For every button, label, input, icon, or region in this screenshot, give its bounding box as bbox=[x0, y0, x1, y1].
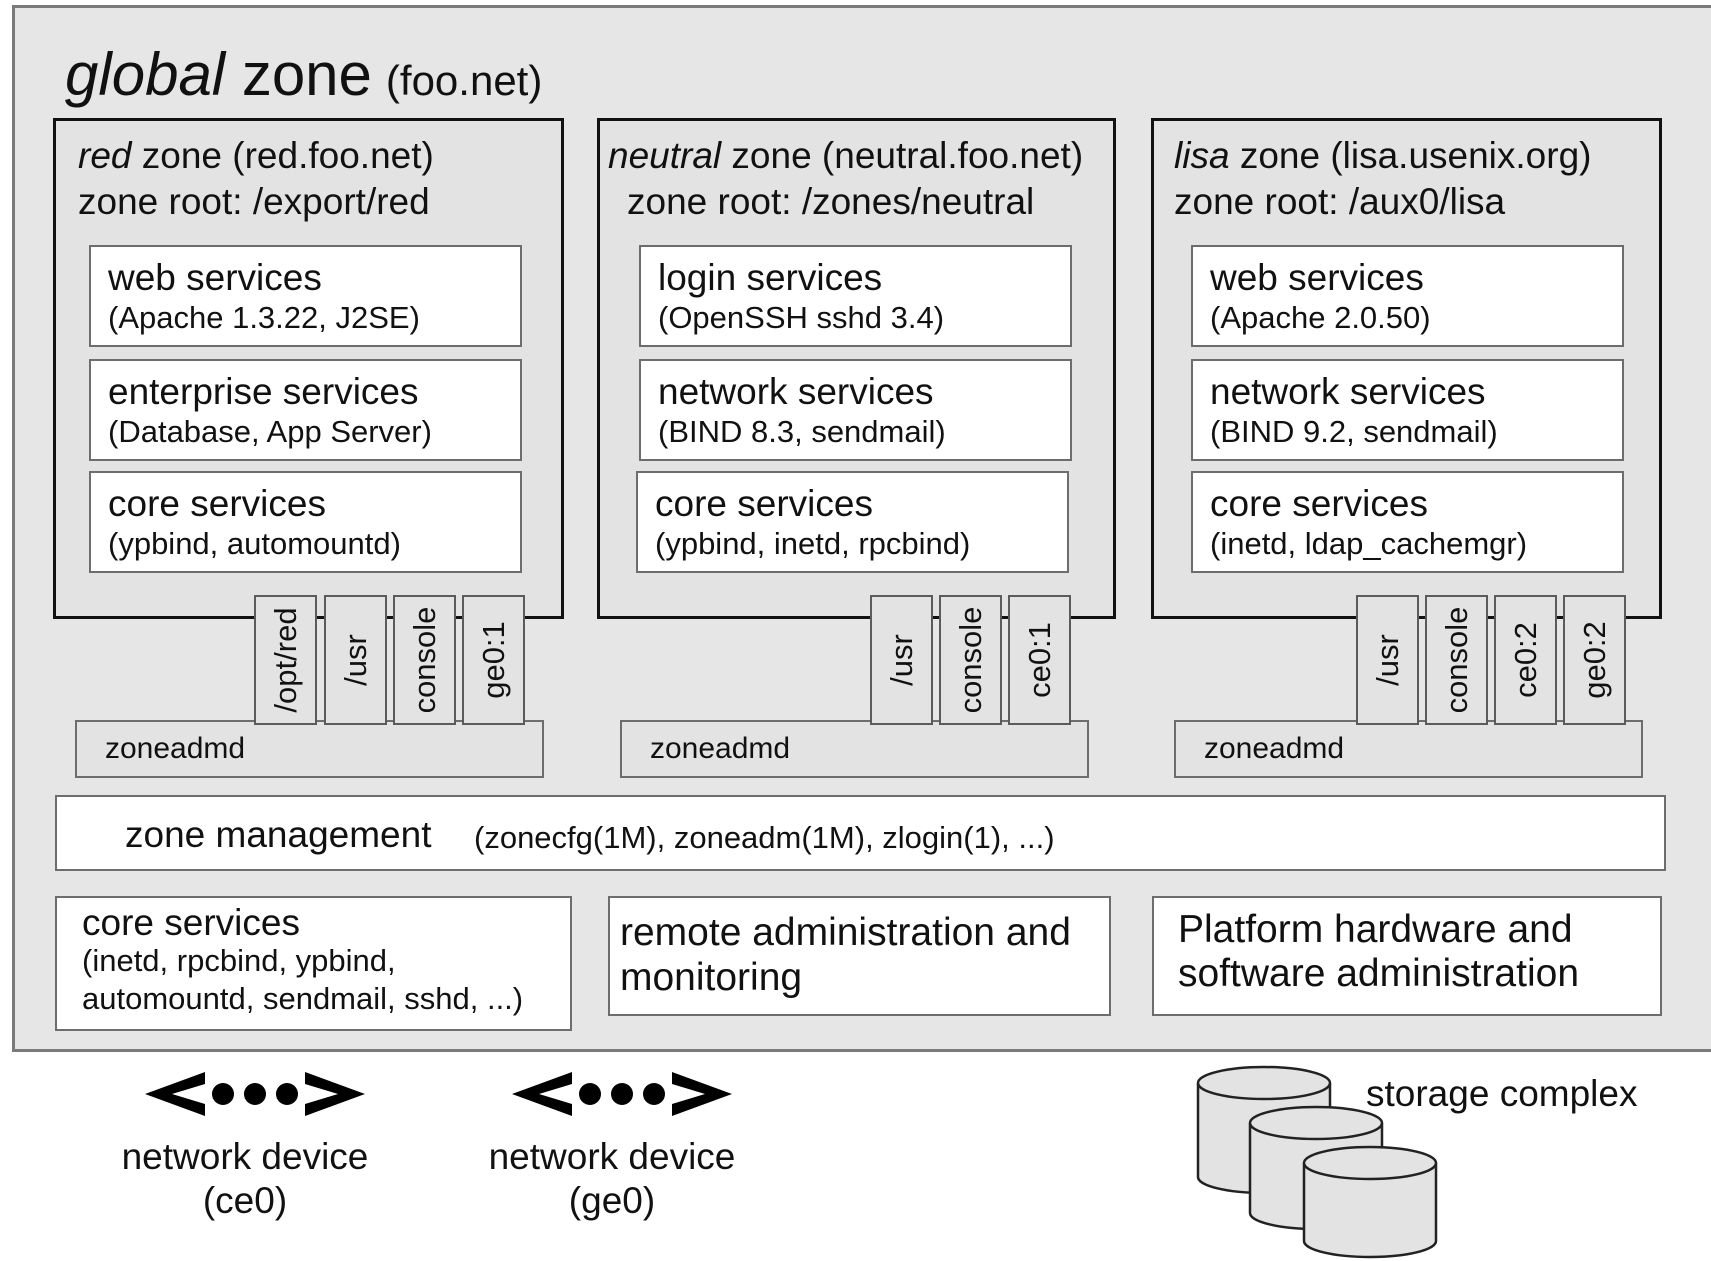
zone-name: red bbox=[78, 135, 132, 176]
tab-label: ce0:1 bbox=[1021, 622, 1057, 698]
global-zone-domain: (foo.net) bbox=[385, 57, 543, 104]
tab-label: /usr bbox=[1369, 634, 1405, 686]
platform-administration-box: Platform hardware and software administr… bbox=[1152, 896, 1662, 1016]
zone-red: red zone (red.foo.net) zone root: /expor… bbox=[53, 118, 564, 619]
service-detail: (ypbind, automountd) bbox=[108, 526, 401, 561]
service-name: core services bbox=[1210, 483, 1428, 524]
device-tab: ge0:1 bbox=[462, 595, 525, 725]
zone-neutral: neutral zone (neutral.foo.net) zone root… bbox=[597, 118, 1116, 619]
network-device-icon bbox=[512, 1072, 732, 1116]
service-name: enterprise services bbox=[108, 371, 419, 412]
service-name: network services bbox=[658, 371, 934, 412]
zoneadmd-label: zoneadmd bbox=[1204, 732, 1345, 765]
global-core-title: core services bbox=[82, 902, 300, 943]
service-name: network services bbox=[1210, 371, 1486, 412]
storage-disk-icon bbox=[1196, 1065, 1438, 1259]
platform-admin-line1: Platform hardware and bbox=[1178, 908, 1573, 951]
zone-management-detail: (zonecfg(1M), zoneadm(1M), zlogin(1), ..… bbox=[474, 820, 1055, 855]
service-box: web services (Apache 2.0.50) bbox=[1191, 245, 1624, 347]
network-device-id: (ce0) bbox=[202, 1180, 288, 1221]
remote-admin-line2: monitoring bbox=[620, 956, 803, 999]
tab-label: ce0:2 bbox=[1507, 622, 1543, 698]
device-tab: console bbox=[393, 595, 456, 725]
tab-label: /opt/red bbox=[267, 607, 303, 713]
remote-admin-line1: remote administration and bbox=[620, 911, 1071, 954]
device-tab: /usr bbox=[1356, 595, 1419, 725]
zone-header: red zone (red.foo.net) zone root: /expor… bbox=[78, 133, 434, 225]
zone-name: lisa bbox=[1174, 135, 1230, 176]
service-box: network services (BIND 9.2, sendmail) bbox=[1191, 359, 1624, 461]
service-name: login services bbox=[658, 257, 883, 298]
service-detail: (ypbind, inetd, rpcbind) bbox=[655, 526, 971, 561]
device-tab: ce0:2 bbox=[1494, 595, 1557, 725]
device-tab: console bbox=[1425, 595, 1488, 725]
device-tab: /usr bbox=[870, 595, 933, 725]
zoneadmd-neutral: zoneadmd bbox=[620, 720, 1089, 778]
device-tab: ce0:1 bbox=[1008, 595, 1071, 725]
tab-label: console bbox=[1438, 606, 1474, 714]
network-device-id: (ge0) bbox=[568, 1180, 656, 1221]
zoneadmd-label: zoneadmd bbox=[650, 732, 791, 765]
zone-root: zone root: /aux0/lisa bbox=[1174, 181, 1506, 222]
service-box: web services (Apache 1.3.22, J2SE) bbox=[89, 245, 522, 347]
service-detail: (Apache 1.3.22, J2SE) bbox=[108, 300, 420, 335]
network-device-label: network device bbox=[121, 1136, 369, 1177]
zone-management-label: zone management bbox=[125, 814, 432, 855]
storage-complex-label: storage complex bbox=[1366, 1073, 1638, 1114]
network-device-ce0: network device (ce0) bbox=[110, 1060, 380, 1221]
device-tab: ge0:2 bbox=[1563, 595, 1626, 725]
tab-label: ge0:2 bbox=[1576, 621, 1612, 699]
service-detail: (BIND 9.2, sendmail) bbox=[1210, 414, 1498, 449]
zone-name: neutral bbox=[608, 135, 722, 176]
service-box: enterprise services (Database, App Serve… bbox=[89, 359, 522, 461]
zoneadmd-red: zoneadmd bbox=[75, 720, 544, 778]
zone-header: lisa zone (lisa.usenix.org) zone root: /… bbox=[1174, 133, 1591, 225]
device-tab: /usr bbox=[324, 595, 387, 725]
zoneadmd-lisa: zoneadmd bbox=[1174, 720, 1643, 778]
zone-domain: zone (neutral.foo.net) bbox=[731, 135, 1084, 176]
service-detail: (Database, App Server) bbox=[108, 414, 432, 449]
global-zone-title-rest: zone bbox=[241, 41, 372, 108]
zone-domain: zone (red.foo.net) bbox=[141, 135, 434, 176]
service-name: core services bbox=[655, 483, 873, 524]
network-device-ge0: network device (ge0) bbox=[477, 1060, 747, 1221]
tab-label: /usr bbox=[337, 634, 373, 686]
device-tab: /opt/red bbox=[254, 595, 317, 725]
global-core-services: core services (inetd, rpcbind, ypbind, a… bbox=[55, 896, 572, 1031]
tab-label: /usr bbox=[883, 634, 919, 686]
zone-root: zone root: /export/red bbox=[78, 181, 430, 222]
global-core-line2: automountd, sendmail, sshd, ...) bbox=[82, 981, 524, 1016]
service-detail: (OpenSSH sshd 3.4) bbox=[658, 300, 945, 335]
service-box: core services (inetd, ldap_cachemgr) bbox=[1191, 471, 1624, 573]
tab-label: console bbox=[952, 606, 988, 714]
global-core-line1: (inetd, rpcbind, ypbind, bbox=[82, 943, 396, 978]
network-device-label: network device bbox=[488, 1136, 736, 1177]
service-box: core services (ypbind, automountd) bbox=[89, 471, 522, 573]
platform-admin-line2: software administration bbox=[1178, 952, 1580, 995]
remote-administration-box: remote administration and monitoring bbox=[608, 896, 1111, 1016]
service-name: web services bbox=[108, 257, 322, 298]
service-detail: (Apache 2.0.50) bbox=[1210, 300, 1431, 335]
service-name: web services bbox=[1210, 257, 1424, 298]
zone-root: zone root: /zones/neutral bbox=[627, 181, 1035, 222]
service-name: core services bbox=[108, 483, 326, 524]
zone-header: neutral zone (neutral.foo.net) zone root… bbox=[608, 133, 1083, 225]
service-detail: (inetd, ldap_cachemgr) bbox=[1210, 526, 1528, 561]
tab-label: console bbox=[406, 606, 442, 714]
global-zone-title-italic: global bbox=[65, 41, 226, 108]
zone-management-bar: zone management (zonecfg(1M), zoneadm(1M… bbox=[55, 795, 1666, 871]
service-box: network services (BIND 8.3, sendmail) bbox=[639, 359, 1072, 461]
service-box: core services (ypbind, inetd, rpcbind) bbox=[636, 471, 1069, 573]
service-detail: (BIND 8.3, sendmail) bbox=[658, 414, 946, 449]
zoneadmd-label: zoneadmd bbox=[105, 732, 246, 765]
device-tab: console bbox=[939, 595, 1002, 725]
service-box: login services (OpenSSH sshd 3.4) bbox=[639, 245, 1072, 347]
zone-domain: zone (lisa.usenix.org) bbox=[1239, 135, 1592, 176]
global-zone-title: global zone (foo.net) bbox=[65, 40, 542, 109]
network-device-icon bbox=[145, 1072, 365, 1116]
tab-label: ge0:1 bbox=[475, 621, 511, 699]
zone-lisa: lisa zone (lisa.usenix.org) zone root: /… bbox=[1151, 118, 1662, 619]
